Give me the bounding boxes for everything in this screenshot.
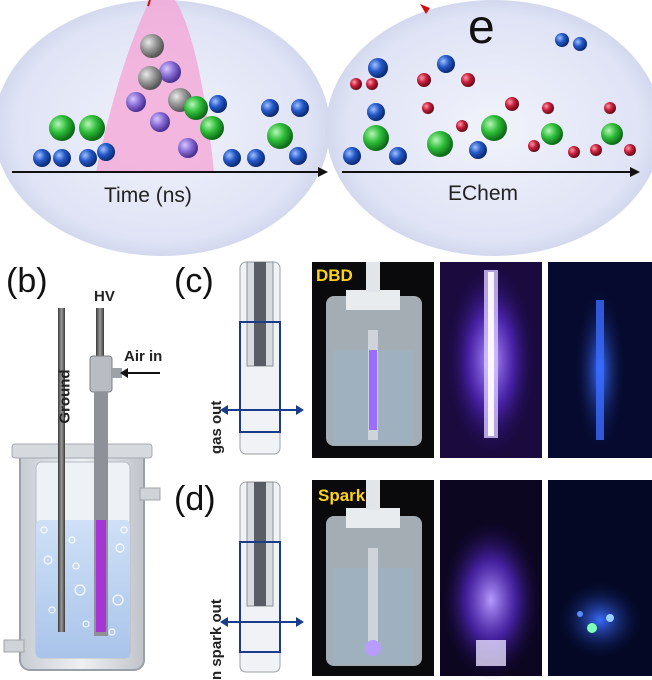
electron-label: e	[468, 1, 495, 54]
spark-tag: Spark	[318, 486, 366, 505]
spark-photo-beaker	[312, 480, 434, 676]
dbd-photo-emission	[548, 262, 652, 458]
molecules-left	[33, 34, 309, 167]
hv-label: HV	[94, 288, 115, 305]
panel-b-label: (b)	[6, 262, 48, 300]
spark-photo-plasma	[440, 480, 542, 680]
dbd-photo-plasma	[440, 262, 542, 458]
panel-d-label: (d)	[174, 480, 216, 518]
spark-tube-schematic	[220, 481, 304, 673]
dbd-photo-beaker	[312, 262, 434, 458]
dbd-tube-schematic	[220, 261, 304, 455]
molecules-right	[343, 33, 636, 165]
spark-out-label: n spark out	[208, 599, 225, 680]
time-bubble	[0, 0, 330, 256]
panel-c-label: (c)	[174, 262, 214, 300]
echem-axis-label: EChem	[448, 182, 519, 205]
reactor-schematic	[3, 308, 161, 671]
spark-photo-emission	[548, 480, 652, 676]
air-in-label: Air in	[124, 348, 163, 365]
gas-out-label: gas out	[208, 400, 225, 454]
ground-label: Ground	[56, 369, 74, 424]
dbd-tag: DBD	[316, 266, 353, 285]
time-axis-label: Time (ns)	[104, 184, 192, 207]
echem-bubble	[326, 0, 652, 256]
